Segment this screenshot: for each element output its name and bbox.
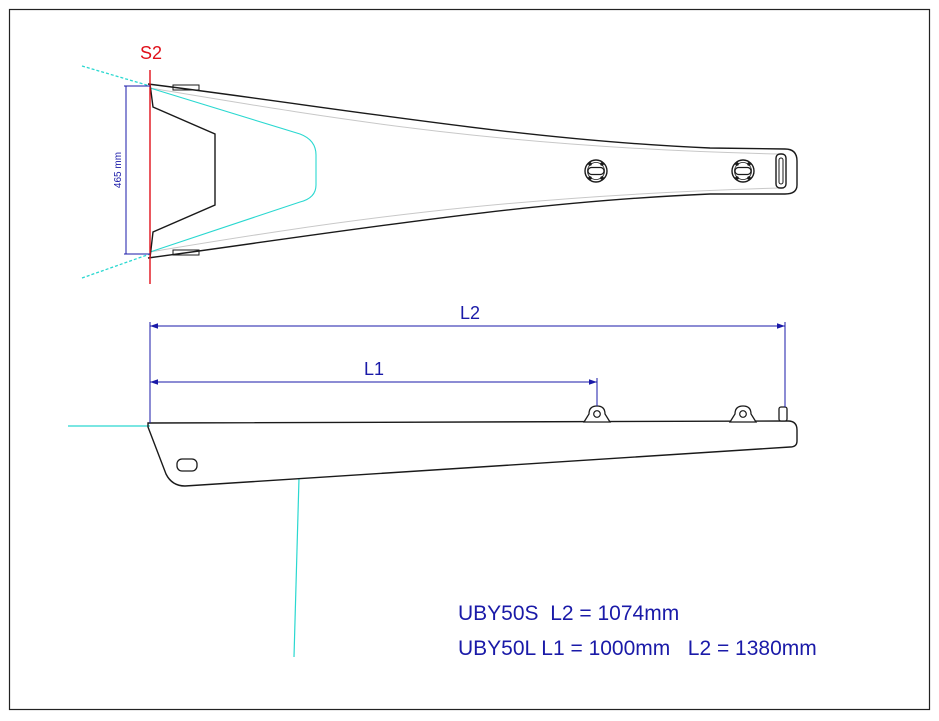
side-hole — [176, 458, 198, 472]
inner-cutout — [149, 83, 216, 259]
l1-label: L1 — [364, 359, 384, 379]
mount-plate-1 — [584, 159, 608, 183]
top-view: S2 465 mm — [81, 43, 798, 284]
width-dimension-label: 465 mm — [113, 152, 124, 188]
mount-lug-1 — [582, 405, 612, 423]
guide-line-lower-dashed — [81, 253, 151, 279]
side-view: L2 L1 — [68, 303, 798, 658]
mount-lug-2 — [728, 405, 758, 423]
clamp-tab-lower — [172, 249, 200, 256]
guide-line-vertical — [293, 477, 300, 658]
l2-label: L2 — [460, 303, 480, 323]
spec-note-uby50l: UBY50L L1 = 1000mm L2 = 1380mm — [458, 637, 817, 660]
drawing-frame — [8, 8, 931, 711]
arm-outline-side — [147, 420, 798, 487]
spec-note-uby50s: UBY50S L2 = 1074mm — [458, 602, 680, 625]
end-tab — [778, 406, 788, 422]
hidden-inner-contour — [149, 87, 781, 253]
mount-plate-2 — [731, 159, 755, 183]
guide-inner-contour — [149, 87, 317, 253]
guide-line-upper-dashed — [81, 65, 151, 87]
end-slot — [775, 153, 787, 189]
arm-outline-top — [147, 83, 798, 259]
section-label: S2 — [140, 43, 162, 63]
clamp-tab-upper — [172, 84, 200, 91]
